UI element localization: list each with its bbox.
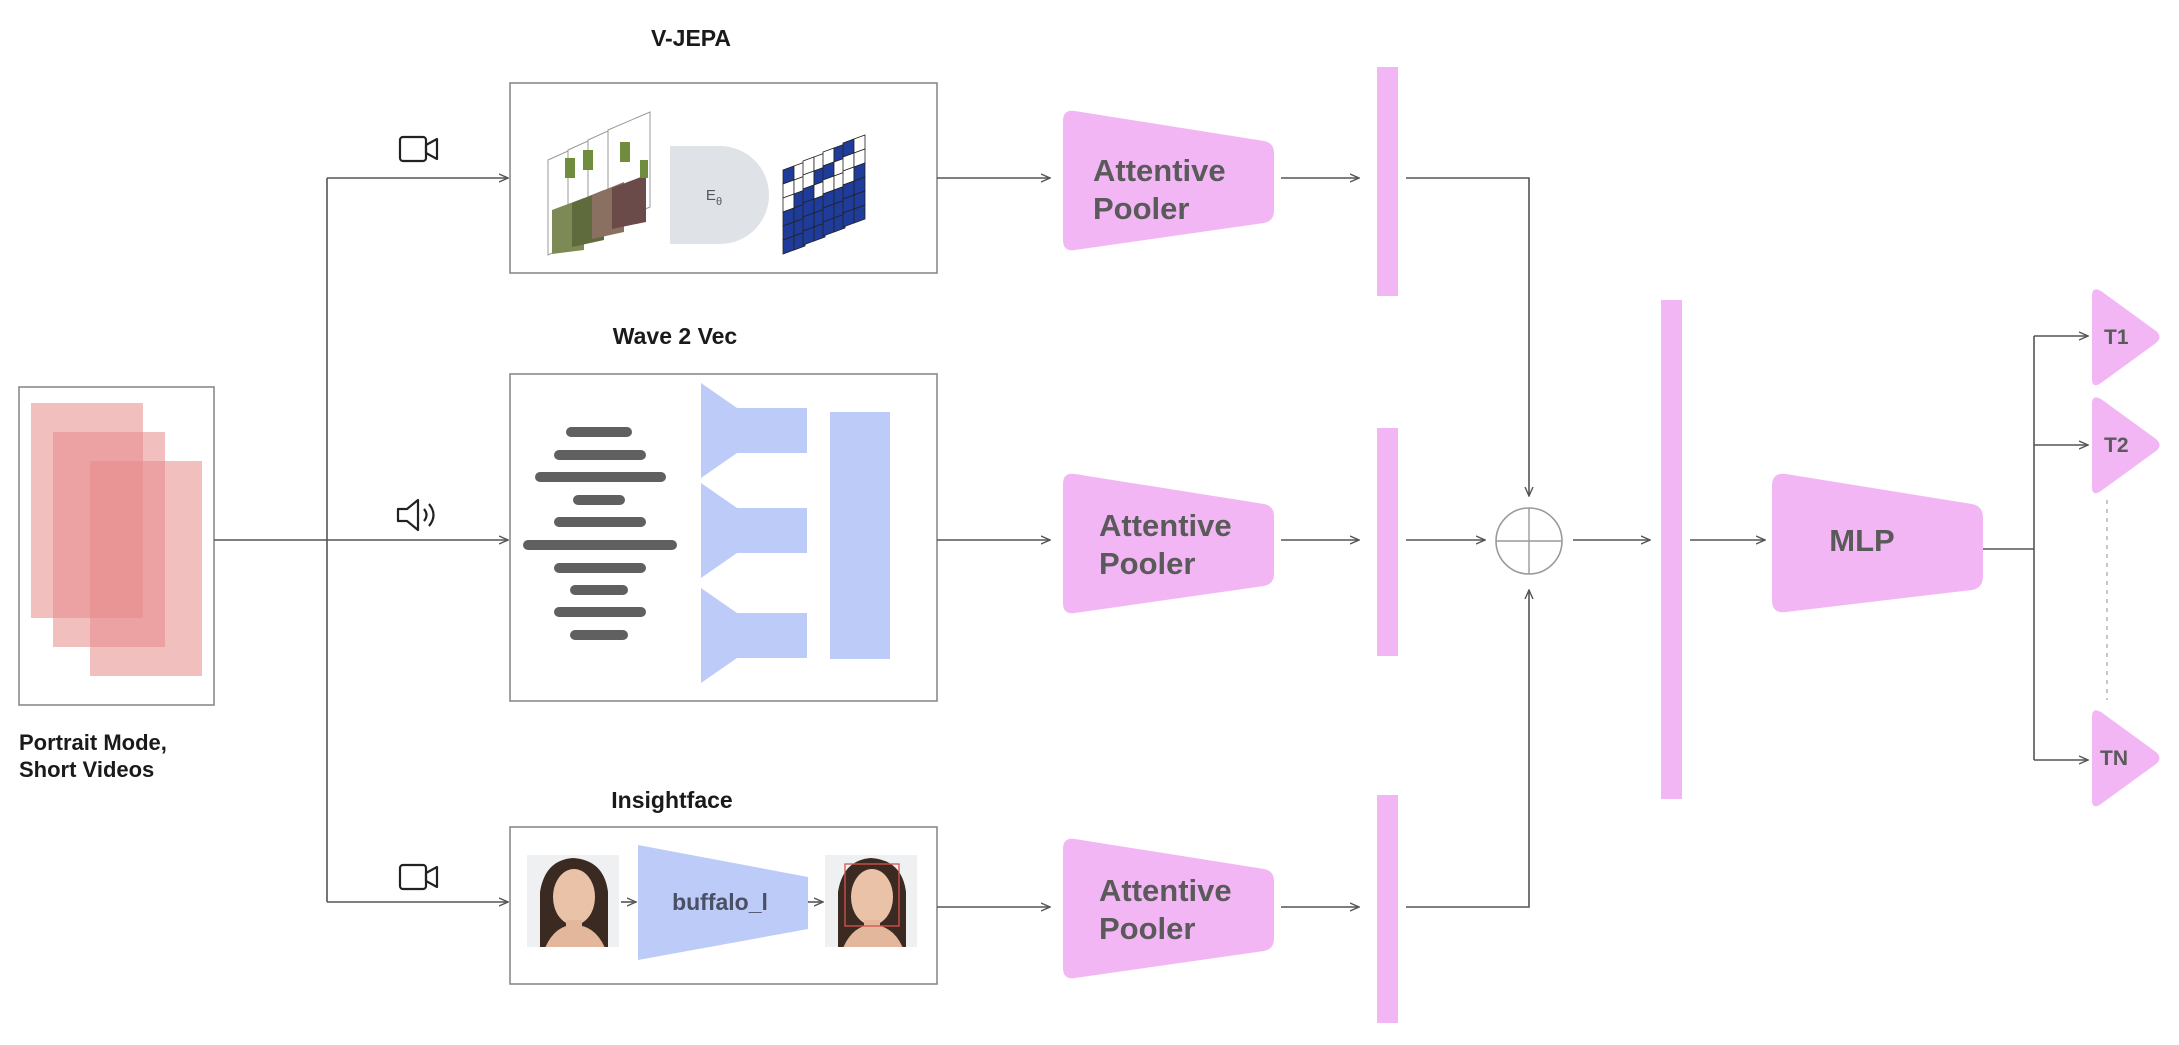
video-camera-icon bbox=[398, 135, 439, 163]
branch-title-vjepa: V-JEPA bbox=[651, 25, 731, 51]
output-label-tn: TN bbox=[2100, 747, 2128, 770]
masked-token-grid bbox=[782, 134, 866, 255]
embedding-bar-3 bbox=[1377, 795, 1398, 1023]
output-head-t1: T1 bbox=[2092, 289, 2160, 386]
attentive-pooler-3: Attentive Pooler bbox=[1063, 838, 1274, 979]
video-frames-thumbnail bbox=[547, 111, 651, 256]
attentive-pooler-1: Attentive Pooler bbox=[1063, 110, 1274, 251]
svg-text:Eθ: Eθ bbox=[706, 187, 722, 208]
input-connectors bbox=[214, 178, 508, 902]
input-video-stack bbox=[18, 386, 215, 706]
encoder-block: Eθ bbox=[670, 146, 769, 244]
embedding-bar-1 bbox=[1377, 67, 1398, 296]
face-image-detected bbox=[825, 855, 917, 947]
buffalo-label: buffalo_l bbox=[672, 889, 768, 915]
pooler-1-line1: Attentive bbox=[1093, 153, 1226, 188]
output-label-t1: T1 bbox=[2104, 326, 2129, 349]
circle-plus-icon bbox=[1495, 507, 1563, 575]
output-head-t2: T2 bbox=[2092, 397, 2160, 494]
encoder-label: E bbox=[706, 187, 716, 204]
mlp-block: MLP bbox=[1772, 473, 1983, 613]
speaker-icon bbox=[396, 498, 435, 532]
fusion-connectors bbox=[1406, 177, 1529, 908]
audio-waveform bbox=[523, 427, 677, 640]
output-head-tn: TN bbox=[2092, 710, 2160, 807]
output-connectors bbox=[1983, 336, 2108, 760]
input-label-line2: Short Videos bbox=[19, 757, 154, 782]
output-label-t2: T2 bbox=[2104, 434, 2129, 457]
pooler-1-line2: Pooler bbox=[1093, 191, 1189, 226]
input-label-line1: Portrait Mode, bbox=[19, 730, 167, 755]
embedding-bar-2 bbox=[1377, 428, 1398, 656]
face-image-input bbox=[527, 855, 619, 947]
conv-feature-encoder bbox=[701, 383, 890, 683]
pooler-2-line1: Attentive bbox=[1099, 508, 1232, 543]
fused-embedding-bar bbox=[1661, 300, 1682, 799]
pooler-3-line1: Attentive bbox=[1099, 873, 1232, 908]
pooler-2-line2: Pooler bbox=[1099, 546, 1195, 581]
branch-title-insightface: Insightface bbox=[611, 787, 732, 813]
video-camera-icon bbox=[398, 863, 439, 891]
mlp-label: MLP bbox=[1829, 523, 1894, 558]
attentive-pooler-2: Attentive Pooler bbox=[1063, 473, 1274, 614]
pooler-3-line2: Pooler bbox=[1099, 911, 1195, 946]
buffalo-model-block: buffalo_l bbox=[638, 845, 808, 960]
encoder-subscript: θ bbox=[716, 196, 722, 208]
branch-title-wav2vec: Wave 2 Vec bbox=[613, 323, 738, 349]
